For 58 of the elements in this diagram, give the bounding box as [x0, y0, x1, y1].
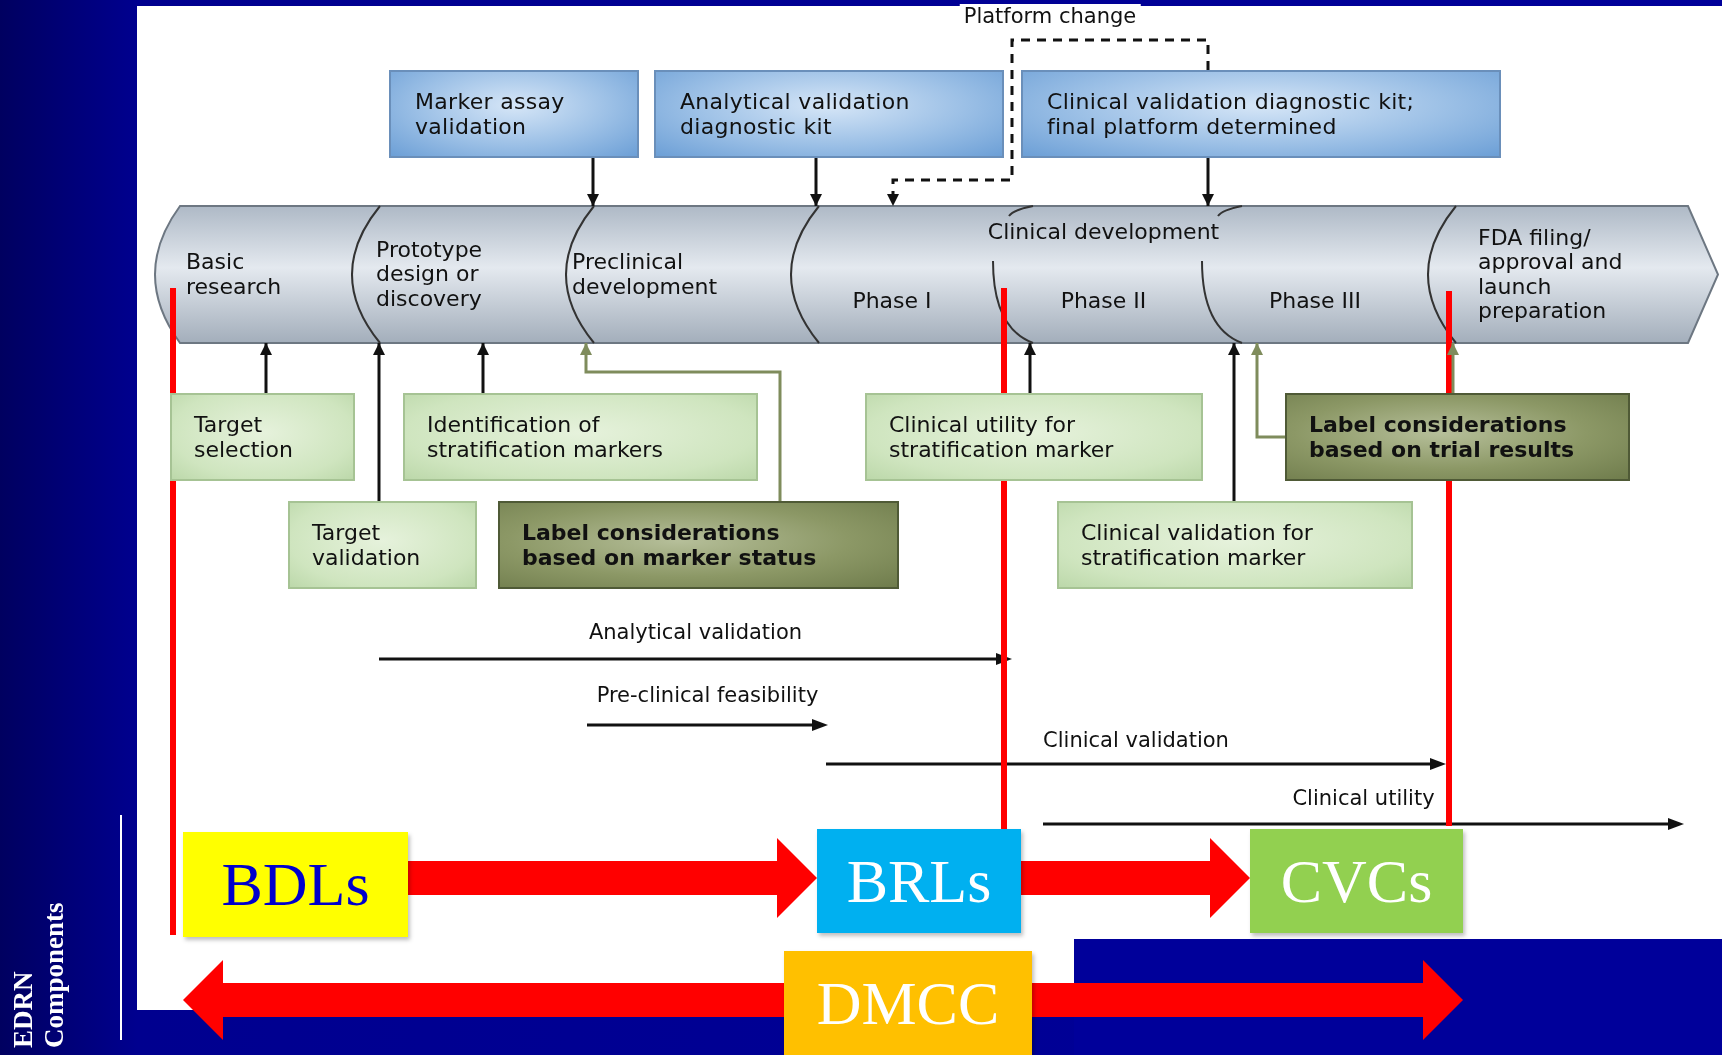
node-text: Marker assay validation	[415, 88, 566, 140]
component-name: DMCC	[816, 967, 1000, 1039]
process-box	[865, 393, 1203, 481]
side-title: EDRN Components	[8, 901, 71, 1048]
node-text: Basic research	[186, 250, 283, 299]
component-name: BDLs	[221, 849, 370, 920]
arrow	[408, 838, 817, 918]
process-box	[403, 393, 758, 481]
node-text: Label considerations based on trial results	[1309, 411, 1576, 463]
node-text: Phase II	[1060, 288, 1147, 314]
process-box	[288, 501, 477, 589]
node-text: Label considerations based on marker status	[522, 519, 818, 571]
arrow	[1228, 343, 1240, 501]
arrow	[1202, 158, 1214, 206]
span-label: Analytical validation	[588, 620, 803, 644]
arrow	[1447, 343, 1459, 393]
node-text: Clinical development	[987, 220, 1220, 245]
label-box	[498, 501, 899, 589]
component-box	[183, 832, 408, 937]
node-text: Clinical utility for stratification marker	[889, 411, 1115, 463]
span-label: Pre-clinical feasibility	[596, 683, 819, 707]
node-text: Identification of stratification markers	[427, 411, 664, 463]
node-text: Target selection	[194, 411, 294, 463]
arrow	[887, 38, 1210, 206]
component-name: CVCs	[1280, 845, 1433, 917]
process-box	[170, 393, 355, 481]
span-label: Clinical utility	[1292, 786, 1435, 810]
node-text: Phase III	[1268, 288, 1362, 314]
node-text: Analytical validation diagnostic kit	[680, 88, 911, 140]
span-label: Clinical validation	[1043, 728, 1229, 752]
node-text: FDA filing/ approval and launch preparation	[1478, 226, 1624, 323]
process-box	[1057, 501, 1413, 589]
arrow	[260, 343, 272, 393]
node-text: Clinical validation diagnostic kit; final platform determined	[1047, 88, 1416, 140]
arrow	[580, 343, 782, 501]
arrow	[1024, 343, 1036, 393]
arrow	[1032, 960, 1463, 1040]
arrow	[587, 158, 599, 206]
node-text: Clinical validation for stratification marker	[1081, 519, 1314, 571]
node-text: Target validation	[312, 519, 422, 571]
node-text: Phase I	[852, 288, 932, 314]
arrow	[810, 158, 822, 206]
node-text: Prototype design or discovery	[376, 238, 484, 311]
component-box	[784, 951, 1032, 1055]
arrow	[373, 343, 385, 501]
process-box	[654, 70, 1004, 158]
arrow	[477, 343, 489, 393]
arrow	[1251, 343, 1285, 439]
arrow	[1021, 838, 1250, 918]
component-name: BRLs	[846, 845, 992, 917]
edge-label: Platform change	[959, 4, 1141, 28]
process-box	[1021, 70, 1501, 158]
arrow	[183, 960, 784, 1040]
process-box	[389, 70, 639, 158]
label-box	[1285, 393, 1630, 481]
node-text: Preclinical development	[572, 250, 719, 299]
component-box	[817, 829, 1021, 933]
component-box	[1250, 829, 1463, 933]
